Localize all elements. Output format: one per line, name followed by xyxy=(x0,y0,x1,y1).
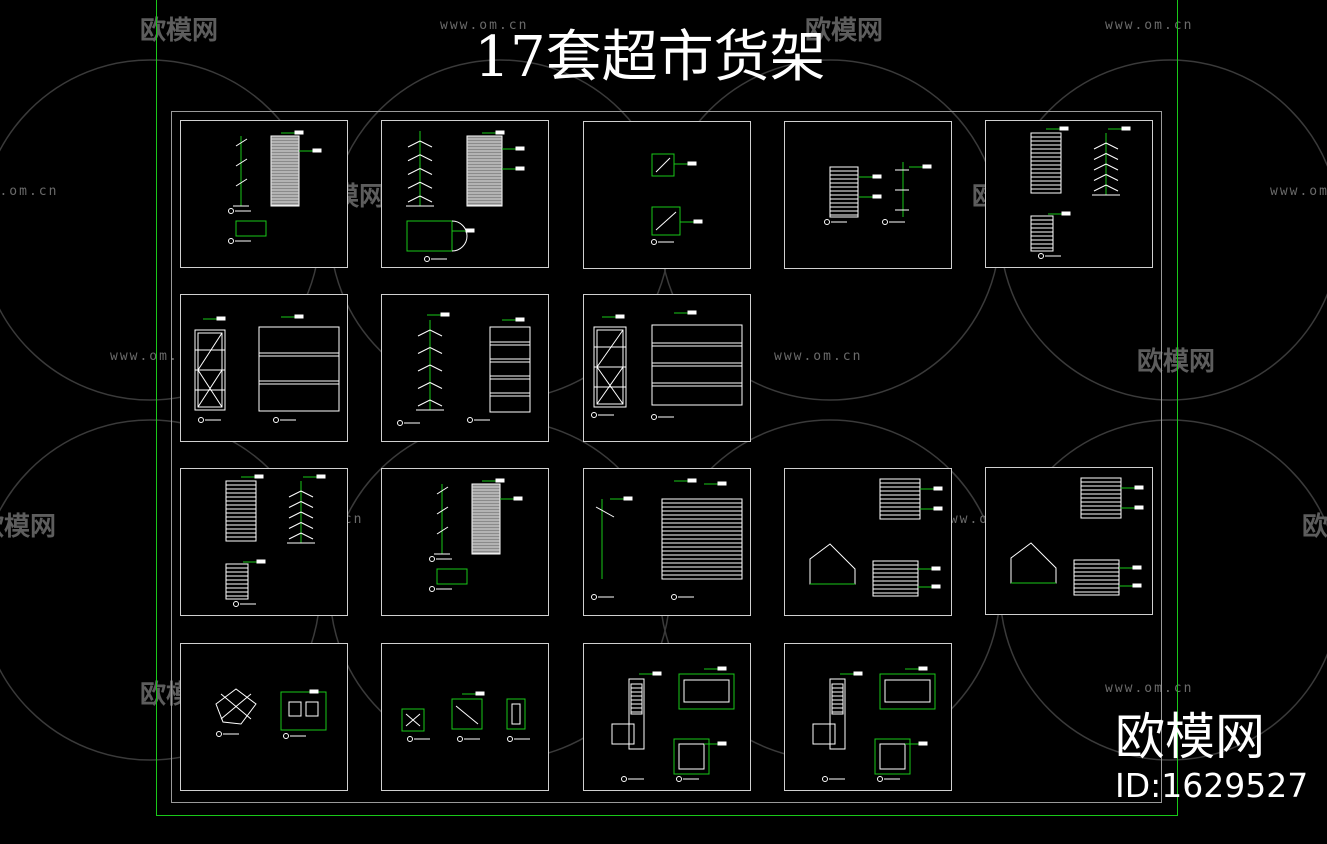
sheet-drawing xyxy=(591,478,743,600)
drawing-sheet[interactable] xyxy=(784,468,952,616)
drawing-sheet[interactable] xyxy=(784,121,952,269)
sheet-drawing xyxy=(194,314,340,423)
sheet-drawing xyxy=(591,310,743,420)
sheet-drawing xyxy=(429,478,523,592)
drawing-sheet[interactable] xyxy=(583,121,751,269)
watermark-url: www.om.cn xyxy=(0,184,59,199)
page-title: 17套超市货架 xyxy=(474,25,826,90)
drawing-sheet[interactable] xyxy=(381,643,549,791)
watermark-logo: 欧模网 xyxy=(0,512,57,542)
watermark-logo: 欧模网 xyxy=(1302,512,1327,542)
sheet-drawing xyxy=(401,691,530,742)
drawing-sheet[interactable] xyxy=(180,643,348,791)
drawing-sheet[interactable] xyxy=(180,120,348,268)
drawing-sheet[interactable] xyxy=(180,294,348,442)
sheet-drawing xyxy=(215,688,327,739)
sheet-drawing xyxy=(812,666,936,782)
sheet-drawing xyxy=(611,666,735,782)
sheet-drawing xyxy=(651,153,703,245)
sheet-drawing xyxy=(809,478,943,597)
sheet-drawing xyxy=(397,312,531,426)
brand-id: ID:1629527 xyxy=(1115,766,1309,805)
drawing-sheet[interactable] xyxy=(381,294,549,442)
drawing-sheet[interactable] xyxy=(583,643,751,791)
sheet-drawing xyxy=(228,130,322,244)
sheet-area-border xyxy=(171,111,1162,803)
drawing-sheet[interactable] xyxy=(381,120,549,268)
sheet-drawing xyxy=(406,130,525,262)
sheet-drawing xyxy=(824,162,932,225)
drawing-sheet[interactable] xyxy=(583,294,751,442)
sheet-drawing xyxy=(225,474,326,607)
drawing-sheet[interactable] xyxy=(985,120,1153,268)
drawing-sheet[interactable] xyxy=(583,468,751,616)
drawing-sheet[interactable] xyxy=(784,643,952,791)
sheet-drawing xyxy=(1010,477,1144,596)
watermark-url: www.om.cn xyxy=(1270,184,1327,199)
brand-logo-text: 欧模网 xyxy=(1115,708,1265,766)
drawing-frame xyxy=(156,0,1178,816)
drawing-sheet[interactable] xyxy=(985,467,1153,615)
drawing-sheet[interactable] xyxy=(381,468,549,616)
sheet-drawing xyxy=(1030,126,1131,259)
drawing-sheet[interactable] xyxy=(180,468,348,616)
